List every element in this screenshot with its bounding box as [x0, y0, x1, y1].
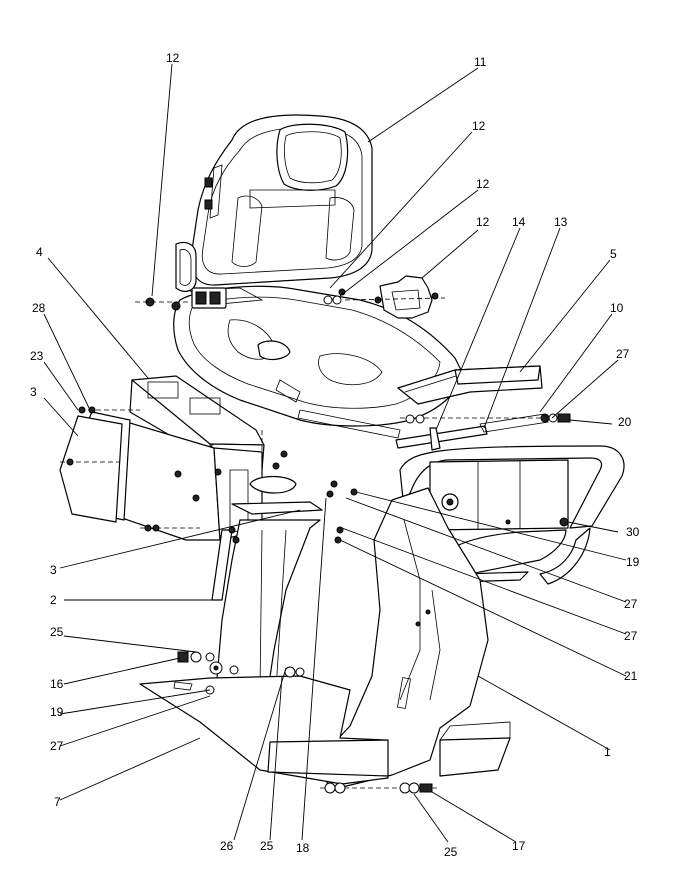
callout-labels: 12 11 12 12 12 14 13 5 4 28 10 23 27 3 2… [30, 51, 640, 859]
callout-8: 3 [30, 385, 37, 399]
callout-12-b: 12 [476, 177, 490, 191]
panel-8 [59, 406, 200, 532]
hardware [135, 297, 358, 695]
callout-2: 2 [50, 593, 57, 607]
base-plate-7 [139, 675, 511, 794]
leader-lines [43, 63, 627, 843]
callout-12-top-left: 12 [166, 51, 180, 65]
callout-16: 16 [50, 677, 64, 691]
callout-18: 18 [296, 841, 310, 855]
handle-assembly [395, 365, 571, 451]
callout-14: 14 [512, 215, 526, 229]
callout-27-c: 27 [50, 739, 64, 753]
callout-25-right: 25 [444, 845, 458, 859]
seat-base [171, 285, 463, 439]
callout-27-b: 27 [624, 629, 638, 643]
callout-7: 7 [54, 795, 61, 809]
callout-12-c: 12 [476, 215, 490, 229]
callout-3: 3 [50, 563, 57, 577]
upright-2 [211, 430, 323, 691]
callout-19-left: 19 [50, 705, 64, 719]
callout-4: 4 [36, 245, 43, 259]
callout-11: 11 [474, 55, 487, 69]
callout-19-right: 19 [626, 555, 640, 569]
seat-back [175, 114, 373, 292]
callout-1: 1 [604, 745, 611, 759]
main-frame [317, 487, 489, 791]
callout-5: 5 [610, 247, 617, 261]
callout-27-top: 27 [616, 347, 630, 361]
callout-30: 30 [626, 525, 640, 539]
callout-21: 23 [30, 349, 44, 363]
callout-28: 28 [32, 301, 46, 315]
callout-17: 17 [512, 839, 526, 853]
callout-25-left: 25 [50, 625, 64, 639]
callout-10: 10 [610, 301, 624, 315]
callout-13: 13 [554, 215, 568, 229]
callout-23: 21 [624, 669, 638, 683]
callout-27-a: 27 [624, 597, 638, 611]
callout-12-a: 12 [472, 119, 486, 133]
callout-25-mid: 25 [260, 839, 274, 853]
callout-20: 20 [618, 415, 632, 429]
callout-26: 26 [220, 839, 234, 853]
shroud-4 [119, 375, 265, 541]
